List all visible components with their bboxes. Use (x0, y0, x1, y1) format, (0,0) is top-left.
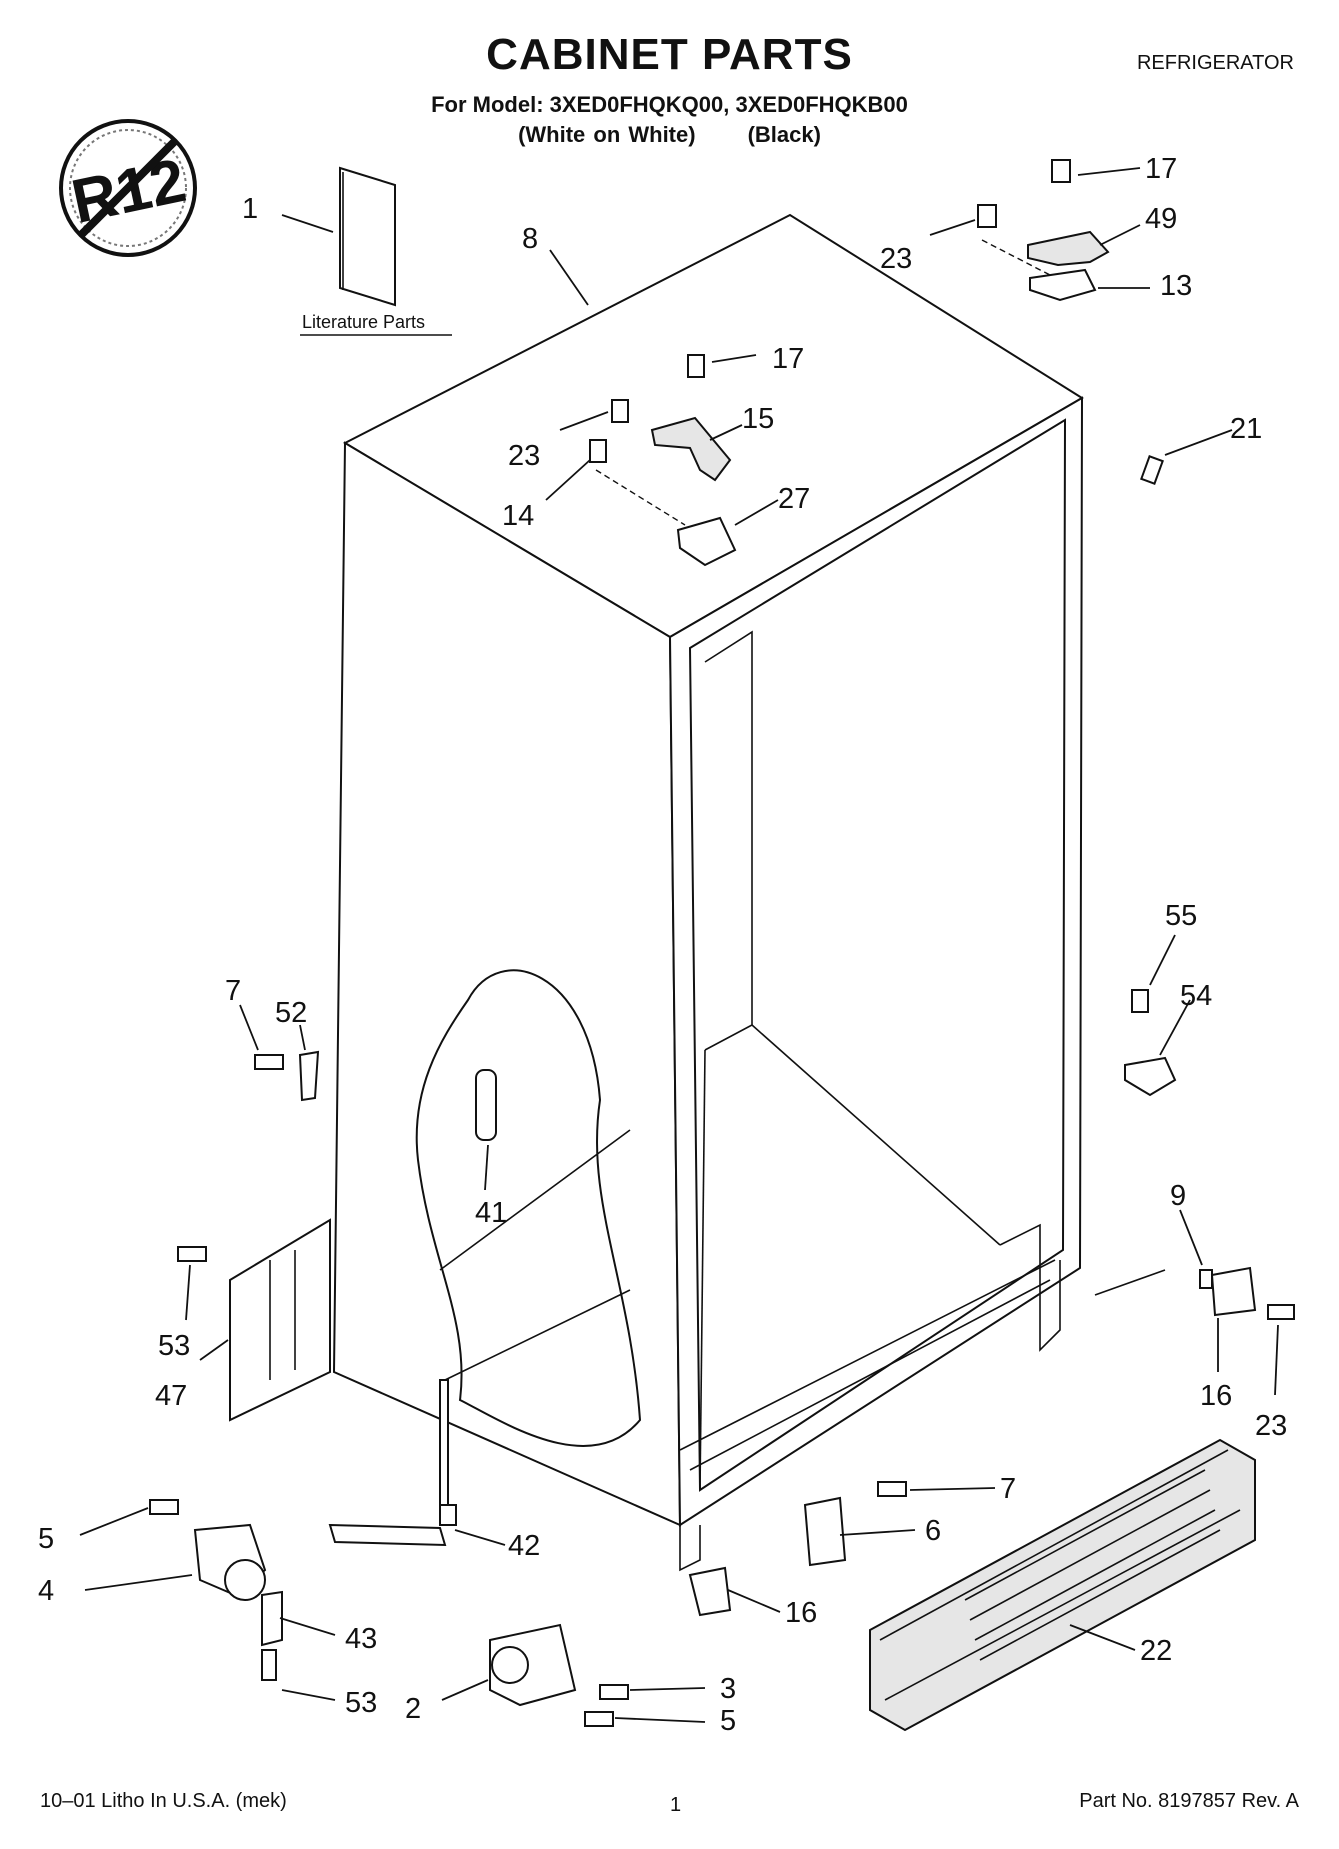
variant-white: (White on White) (518, 122, 696, 147)
callout-15: 15 (742, 403, 774, 435)
callout-23-right: 23 (1255, 1410, 1287, 1442)
footer-part-number: Part No. 8197857 Rev. A (1079, 1790, 1299, 1812)
literature-parts-label: Literature Parts (302, 312, 425, 332)
footer-print-info: 10–01 Litho In U.S.A. (mek) (40, 1790, 287, 1812)
callout-5-left: 5 (38, 1523, 54, 1555)
callout-17-top: 17 (1145, 153, 1177, 185)
callout-3: 3 (720, 1673, 736, 1705)
callout-53-lower: 53 (345, 1687, 377, 1719)
callout-1: 1 (242, 193, 258, 225)
callout-22: 22 (1140, 1635, 1172, 1667)
lower-right-parts (688, 1266, 1295, 1732)
callout-4: 4 (38, 1575, 54, 1607)
callout-23-top: 23 (880, 243, 912, 275)
callout-7-lower: 7 (1000, 1473, 1016, 1505)
callout-43: 43 (345, 1623, 377, 1655)
callout-14: 14 (502, 500, 534, 532)
callout-numbers: 1 8 17 23 49 13 17 23 15 14 27 21 55 54 … (38, 153, 1287, 1737)
variant-black: (Black) (747, 122, 821, 147)
callout-16-right: 16 (1200, 1380, 1232, 1412)
model-numbers: For Model: 3XED0FHQKQ00, 3XED0FHQKB00 (431, 92, 908, 117)
callout-55: 55 (1165, 900, 1197, 932)
callout-13: 13 (1160, 270, 1192, 302)
leader-lines (79, 167, 1279, 1723)
callout-2: 2 (405, 1693, 421, 1725)
lower-left-parts (149, 1050, 629, 1727)
callout-23-mid: 23 (508, 440, 540, 472)
callout-8: 8 (522, 223, 538, 255)
callout-6: 6 (925, 1515, 941, 1547)
callout-53-left: 53 (158, 1330, 190, 1362)
callout-21: 21 (1230, 413, 1262, 445)
callout-7-left: 7 (225, 975, 241, 1007)
hinge-hardware (589, 159, 1177, 1097)
callout-27: 27 (778, 483, 810, 515)
footer-page-number: 1 (670, 1794, 682, 1816)
callout-17-mid: 17 (772, 343, 804, 375)
appliance-category: REFRIGERATOR (1136, 52, 1294, 74)
color-variants: (White on White) (Black) (0, 122, 1339, 148)
callout-41: 41 (475, 1197, 507, 1229)
callout-5-lower: 5 (720, 1705, 736, 1737)
cabinet-shell (332, 213, 1084, 1572)
literature-booklet: Literature Parts (300, 166, 452, 336)
no-r12-badge: R12 (59, 119, 197, 257)
callout-49: 49 (1145, 203, 1177, 235)
callout-42: 42 (508, 1530, 540, 1562)
callout-52: 52 (275, 997, 307, 1029)
callout-47: 47 (155, 1380, 187, 1412)
callout-9: 9 (1170, 1180, 1186, 1212)
callout-16-lower: 16 (785, 1597, 817, 1629)
callout-54: 54 (1180, 980, 1212, 1012)
page-title: CABINET PARTS (486, 30, 853, 79)
